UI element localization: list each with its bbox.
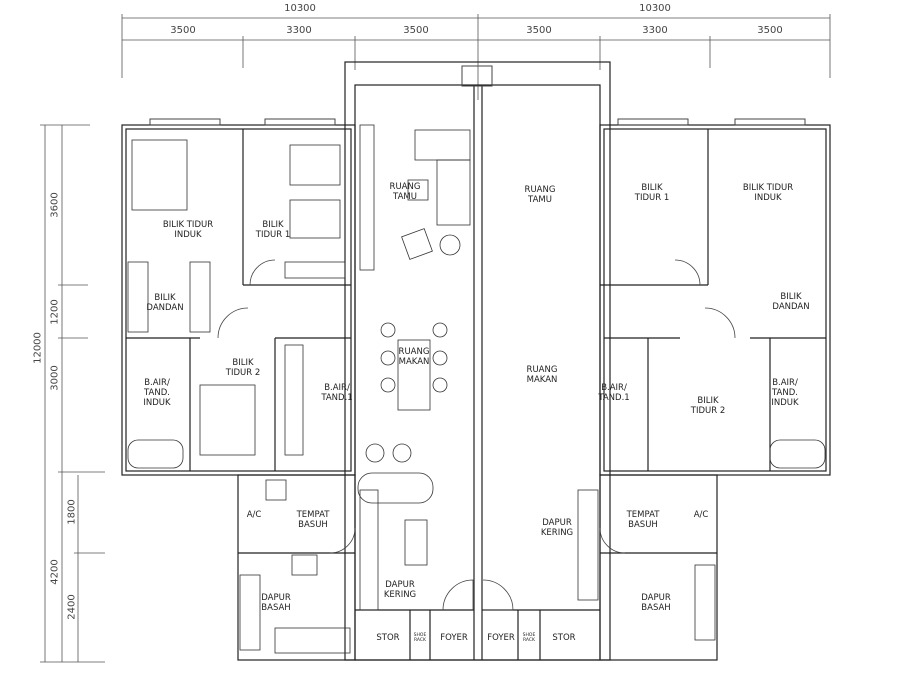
shoe-rack: SHOE RACK (522, 633, 536, 643)
dim-vspan: 3000 (49, 365, 61, 391)
dim-span: 3300 (642, 25, 668, 36)
room-bilik-air-1: B.AIR/ TAND.1 (321, 383, 353, 403)
dim-span: 3500 (526, 25, 552, 36)
dim-vsub: 2400 (66, 594, 78, 620)
bed-1b-left (289, 199, 341, 239)
room-ruang-makan: RUANG MAKAN (398, 347, 430, 367)
room-dapur-kering: DAPUR KERING (540, 518, 574, 538)
room-bilik-dandan: BILIK DANDAN (146, 293, 184, 313)
room-dapur-basah: DAPUR BASAH (261, 593, 291, 613)
shoe-rack: SHOE RACK (413, 633, 427, 643)
dim-total-height: 12000 (32, 332, 44, 364)
dim-span: 3500 (170, 25, 196, 36)
room-ruang-tamu: RUANG TAMU (524, 185, 556, 205)
room-tempat-basuh: TEMPAT BASUH (296, 510, 330, 530)
dim-span: 3500 (757, 25, 783, 36)
room-ac: A/C (246, 510, 262, 520)
room-dapur-kering: DAPUR KERING (383, 580, 417, 600)
dim-vsub: 1800 (66, 499, 78, 525)
room-bilik-dandan: BILIK DANDAN (772, 292, 810, 312)
room-foyer: FOYER (487, 633, 515, 643)
master-bed-left (131, 139, 188, 211)
room-bilik-air-induk: B.AIR/ TAND. INDUK (771, 378, 799, 408)
room-stor: STOR (552, 633, 576, 643)
door-swings (217, 259, 736, 611)
room-bilik-tidur-2: BILIK TIDUR 2 (225, 358, 261, 378)
room-ac: A/C (693, 510, 709, 520)
bed-2-left (199, 384, 256, 456)
room-bilik-tidur-2: BILIK TIDUR 2 (690, 396, 726, 416)
room-foyer: FOYER (440, 633, 468, 643)
room-dapur-basah: DAPUR BASAH (641, 593, 671, 613)
furniture (127, 124, 826, 654)
dim-total-right: 10300 (639, 3, 671, 14)
room-ruang-tamu: RUANG TAMU (389, 182, 421, 202)
dimension-lines (40, 14, 831, 663)
room-ruang-makan: RUANG MAKAN (526, 365, 558, 385)
room-tempat-basuh: TEMPAT BASUH (626, 510, 660, 530)
dim-span: 3300 (286, 25, 312, 36)
room-bilik-tidur-induk: BILIK TIDUR INDUK (162, 220, 214, 240)
dim-total-left: 10300 (284, 3, 316, 14)
dim-vspan: 1200 (49, 299, 61, 325)
room-bilik-air-induk: B.AIR/ TAND. INDUK (143, 378, 171, 408)
room-bilik-tidur-induk: BILIK TIDUR INDUK (742, 183, 794, 203)
bed-1-left (289, 144, 341, 186)
dim-vspan: 4200 (49, 559, 61, 585)
dim-vspan: 3600 (49, 192, 61, 218)
room-bilik-air-1: B.AIR/ TAND.1 (598, 383, 630, 403)
dim-span: 3500 (403, 25, 429, 36)
room-bilik-tidur-1: BILIK TIDUR 1 (255, 220, 291, 240)
room-stor: STOR (376, 633, 400, 643)
room-bilik-tidur-1: BILIK TIDUR 1 (634, 183, 670, 203)
windows (149, 65, 806, 126)
